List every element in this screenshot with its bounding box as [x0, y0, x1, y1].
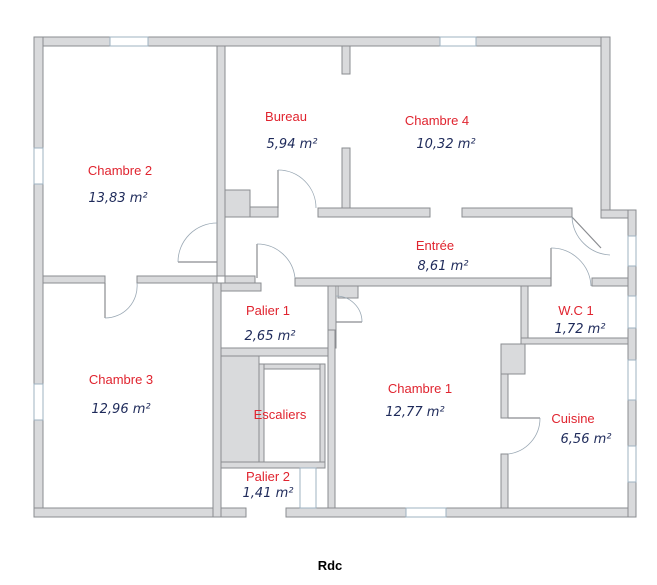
room-area: 10,32 m²	[416, 137, 475, 152]
room-area: 5,94 m²	[267, 137, 318, 152]
room-name: Palier 1	[246, 303, 290, 318]
room-name: Palier 2	[246, 469, 290, 484]
room-labels: Chambre 2 13,83 m² Bureau 5,94 m² Chambr…	[88, 109, 612, 501]
room-area: 12,77 m²	[385, 405, 444, 420]
room-area: 6,56 m²	[561, 432, 612, 447]
window	[627, 359, 637, 401]
window	[33, 147, 44, 185]
window	[627, 445, 637, 483]
room-area: 13,83 m²	[88, 191, 147, 206]
room-name: Escaliers	[254, 407, 307, 422]
room-name: Chambre 4	[405, 113, 469, 128]
window	[627, 295, 637, 329]
windows	[33, 36, 637, 518]
window	[33, 383, 44, 421]
room-name: Chambre 3	[89, 372, 153, 387]
room-area: 2,65 m²	[245, 329, 296, 344]
room-name: Entrée	[416, 238, 454, 253]
room-area: 1,72 m²	[555, 322, 606, 337]
doors	[104, 169, 611, 455]
window	[299, 467, 317, 509]
window	[627, 235, 637, 267]
room-name: Bureau	[265, 109, 307, 124]
room-area: 1,41 m²	[243, 486, 294, 501]
room-area: 8,61 m²	[418, 259, 469, 274]
window	[405, 507, 447, 518]
room-area: 12,96 m²	[91, 402, 150, 417]
interior-walls	[42, 45, 629, 518]
room-name: Chambre 2	[88, 163, 152, 178]
room-name: Chambre 1	[388, 381, 452, 396]
room-name: Cuisine	[551, 411, 594, 426]
window	[109, 36, 149, 47]
plan-title: Rdc	[318, 558, 343, 573]
room-name: W.C 1	[558, 303, 593, 318]
window	[439, 36, 477, 47]
